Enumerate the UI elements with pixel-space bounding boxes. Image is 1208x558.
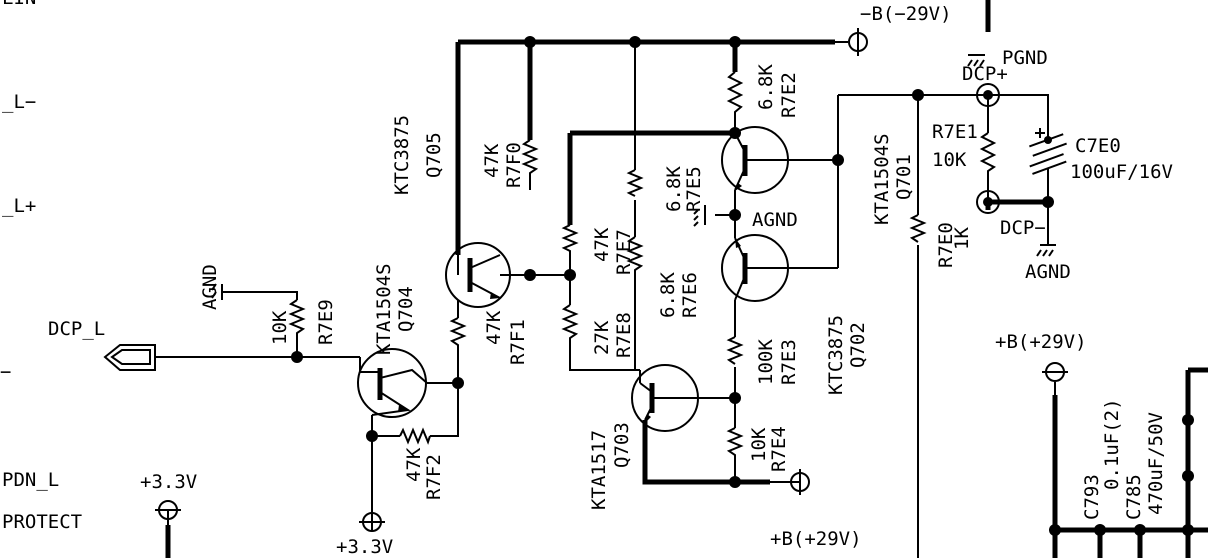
transistor-ref-q702: Q702 — [847, 322, 869, 368]
partial-label-top-left: LIN — [2, 0, 36, 9]
transistor-q704 — [357, 348, 428, 418]
resistor-value-r7e9: 10K — [269, 310, 291, 345]
capacitor-value-c793: 0.1uF(2) — [1101, 398, 1123, 490]
supply-label-neg-b: −B(−29V) — [860, 3, 952, 25]
port-label-pdn-l: PDN_L — [2, 469, 59, 491]
supply-label-3v3-b: +3.3V — [336, 536, 393, 558]
resistor-r7f1 — [561, 224, 579, 262]
dcp-plus-connector — [976, 83, 1000, 107]
resistor-value-r7e7: 47K — [591, 227, 613, 262]
supply-label-b29-bottom: +B(+29V) — [770, 528, 862, 550]
connector-label-dcp-minus: DCP− — [1000, 217, 1046, 239]
labels: LIN _L− _L+ DCP_L − PDN_L PROTECT −B(−29… — [0, 0, 1173, 558]
resistor-r7f2-upper — [449, 317, 467, 348]
resistor-r7e6 — [626, 236, 644, 275]
ground-label-agnd-left: AGND — [199, 264, 221, 310]
supply-terminal-b29-top — [1042, 362, 1068, 395]
resistor-value-r7e8: 27K — [591, 320, 613, 355]
dcp-l-input-connector — [103, 344, 156, 371]
resistor-symbols — [288, 71, 997, 458]
resistor-r7e3 — [726, 336, 744, 365]
resistor-value-r7e0: 1K — [951, 227, 973, 250]
ground-label-pgnd: PGND — [1002, 47, 1048, 69]
resistor-r7e4 — [726, 427, 744, 458]
transistor-part-q702: KTC3875 — [825, 315, 847, 395]
transistor-ref-q704: Q704 — [395, 286, 417, 332]
resistor-value-r7e5: 6.8K — [663, 166, 685, 212]
transistor-q703 — [631, 364, 699, 432]
junction-dots — [291, 36, 1194, 536]
ground-symbols — [211, 54, 1056, 300]
resistor-ref-r7e2: R7E2 — [778, 72, 800, 118]
resistor-value-r7f0: 47K — [481, 143, 503, 178]
resistor-ref-r7e4: R7E4 — [768, 426, 790, 472]
resistor-ref-r7e1: R7E1 — [932, 121, 978, 143]
connector-label-dcp-plus: DCP+ — [962, 63, 1008, 85]
ground-label-agnd-mid: AGND — [752, 209, 798, 231]
capacitor-ref-c785: C785 — [1123, 474, 1145, 520]
supply-label-b29-top: +B(+29V) — [995, 331, 1087, 353]
resistor-ref-r7f0: R7F0 — [503, 142, 525, 188]
transistor-q705 — [445, 242, 511, 308]
transistor-part-q701: KTA1504S — [871, 133, 893, 225]
resistor-ref-r7f1: R7F1 — [507, 319, 529, 365]
resistor-r7e7 — [626, 169, 644, 197]
resistor-ref-r7e5: R7E5 — [683, 166, 705, 212]
resistor-r7e2 — [726, 71, 744, 117]
supply-terminal-b29-bottom — [790, 469, 810, 495]
transistor-q701 — [721, 234, 789, 302]
resistor-value-r7e4: 10K — [748, 427, 770, 462]
resistor-r7f2 — [399, 427, 431, 445]
supply-label-3v3-a: +3.3V — [140, 471, 197, 493]
transistor-part-q705: KTC3875 — [391, 115, 413, 195]
transistor-ref-q701: Q701 — [893, 154, 915, 200]
capacitor-value-c785: 470uF/50V — [1145, 412, 1167, 515]
resistor-ref-r7e8: R7E8 — [613, 312, 635, 358]
resistor-r7f0 — [521, 139, 539, 190]
resistor-r7e0 — [909, 214, 927, 243]
transistor-ref-q705: Q705 — [423, 132, 445, 178]
ground-label-agnd-right: AGND — [1025, 261, 1071, 283]
resistor-value-r7e6: 6.8K — [657, 272, 679, 318]
resistor-ref-r7f2: R7F2 — [423, 454, 445, 500]
transistor-part-q703: KTA1517 — [588, 430, 610, 510]
port-label-l-plus: _L+ — [2, 195, 36, 217]
port-label-protect: PROTECT — [2, 511, 82, 533]
dcp-minus-connector — [976, 190, 1000, 214]
port-label-l-minus: _L− — [2, 91, 36, 113]
transistor-ref-q703: Q703 — [611, 422, 633, 468]
resistor-ref-r7e7: R7E7 — [613, 229, 635, 275]
resistor-value-r7e1: 10K — [932, 149, 967, 171]
resistor-r7e1 — [979, 132, 997, 172]
port-label-dcp-l: DCP_L — [48, 318, 105, 340]
port-label-dash: − — [0, 361, 11, 383]
supply-terminal-3v3-a — [155, 500, 181, 525]
resistor-value-r7e2: 6.8K — [755, 64, 777, 110]
resistor-ref-r7e9: R7E9 — [315, 299, 337, 345]
neg-supply-terminal — [848, 28, 868, 56]
supply-terminal-3v3-b — [359, 512, 385, 532]
transistor-part-q704: KTA1504S — [373, 263, 395, 355]
resistor-value-r7f1: 47K — [483, 310, 505, 345]
resistor-ref-r7e0: R7E0 — [935, 222, 957, 268]
resistor-ref-r7e6: R7E6 — [679, 272, 701, 318]
capacitor-value-c7e0: 100uF/16V — [1070, 161, 1173, 183]
resistor-value-r7e3: 100K — [755, 339, 777, 385]
resistor-r7e8 — [561, 304, 579, 345]
resistor-r7e9 — [288, 299, 306, 337]
resistor-value-r7f2: 47K — [403, 447, 425, 482]
capacitor-ref-c793: C793 — [1081, 474, 1103, 520]
capacitor-c7e0-symbol — [1029, 128, 1067, 175]
transistor-q702 — [721, 126, 789, 194]
resistor-ref-r7e3: R7E3 — [778, 339, 800, 385]
capacitor-ref-c7e0: C7E0 — [1075, 135, 1121, 157]
